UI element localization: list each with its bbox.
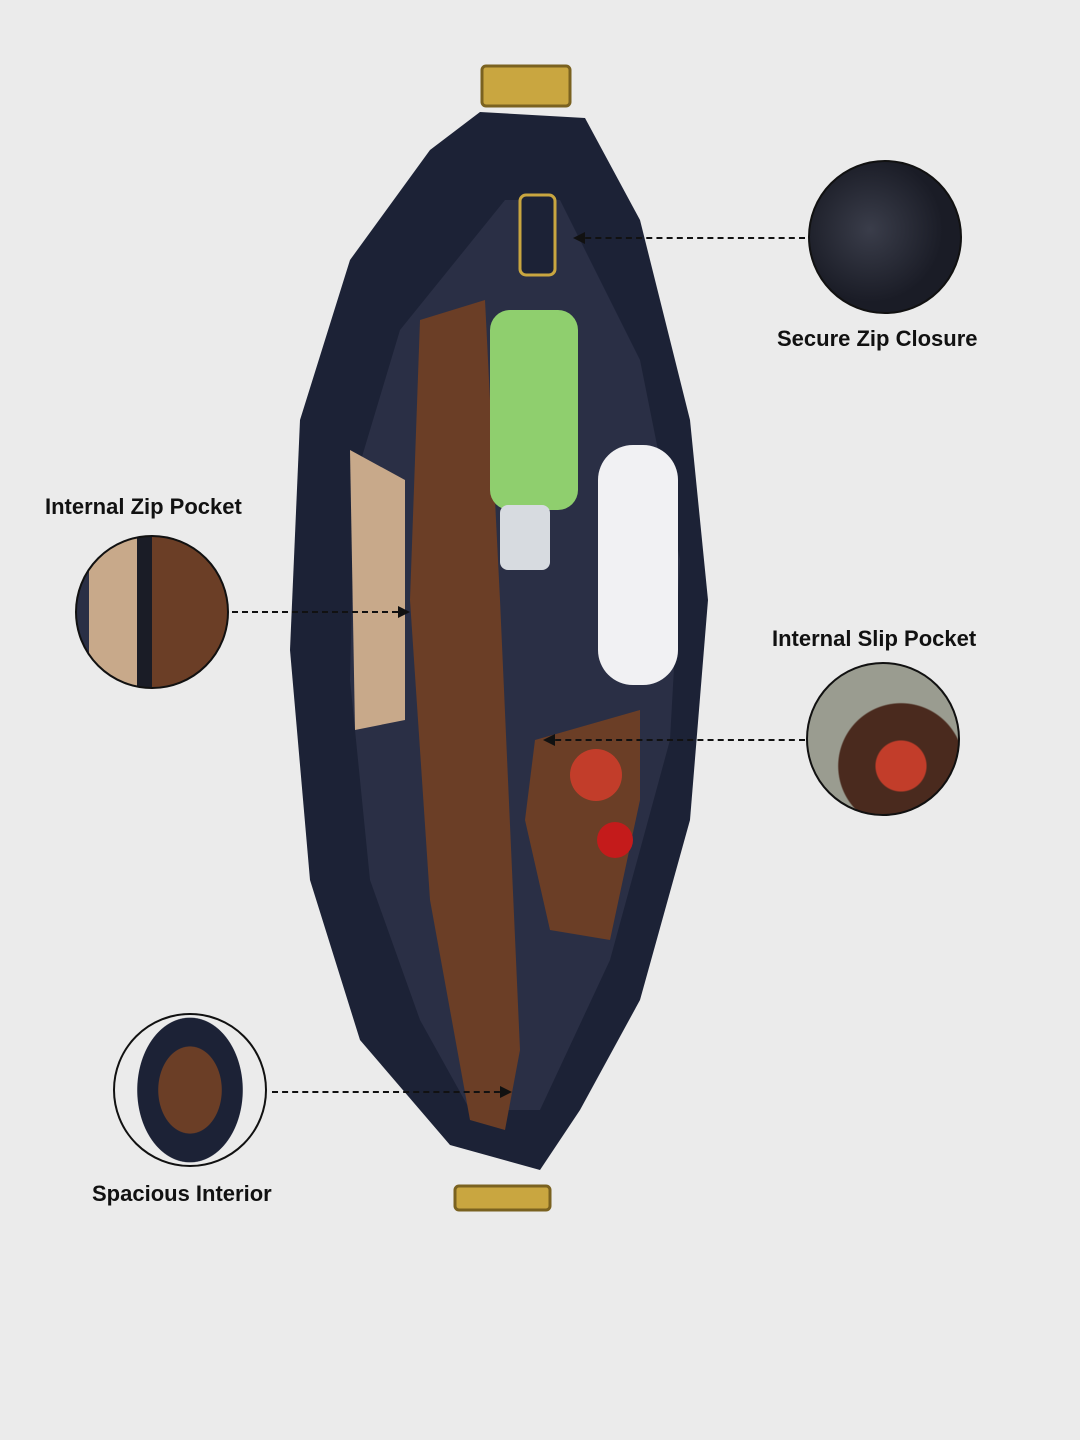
white-case: [598, 445, 678, 685]
sanitizer-bottle: [490, 310, 578, 510]
slip-pocket-detail-image: [806, 662, 960, 816]
red-ball: [570, 749, 622, 801]
bottom-buckle: [453, 1184, 552, 1212]
zip-pocket-lining: [410, 300, 520, 1130]
slip-pocket-pointer: [543, 734, 805, 746]
zip-pocket-pointer: [232, 606, 410, 618]
card-holder: [350, 450, 405, 730]
zip-closure-detail-image: [808, 160, 962, 314]
zip-pull: [518, 193, 557, 277]
zip-pocket-label: Internal Zip Pocket: [45, 494, 242, 519]
interior-detail-image: [113, 1013, 267, 1167]
zip-pocket-detail-image: [75, 535, 229, 689]
interior-label: Spacious Interior: [92, 1181, 272, 1206]
top-buckle: [480, 64, 572, 108]
zip-closure-label: Secure Zip Closure: [777, 326, 978, 351]
interior-pointer: [272, 1086, 512, 1098]
slip-pocket-label: Internal Slip Pocket: [772, 626, 977, 651]
red-ball-2: [597, 822, 633, 858]
bottle-cap: [500, 505, 550, 570]
zip-closure-pointer: [573, 232, 805, 244]
